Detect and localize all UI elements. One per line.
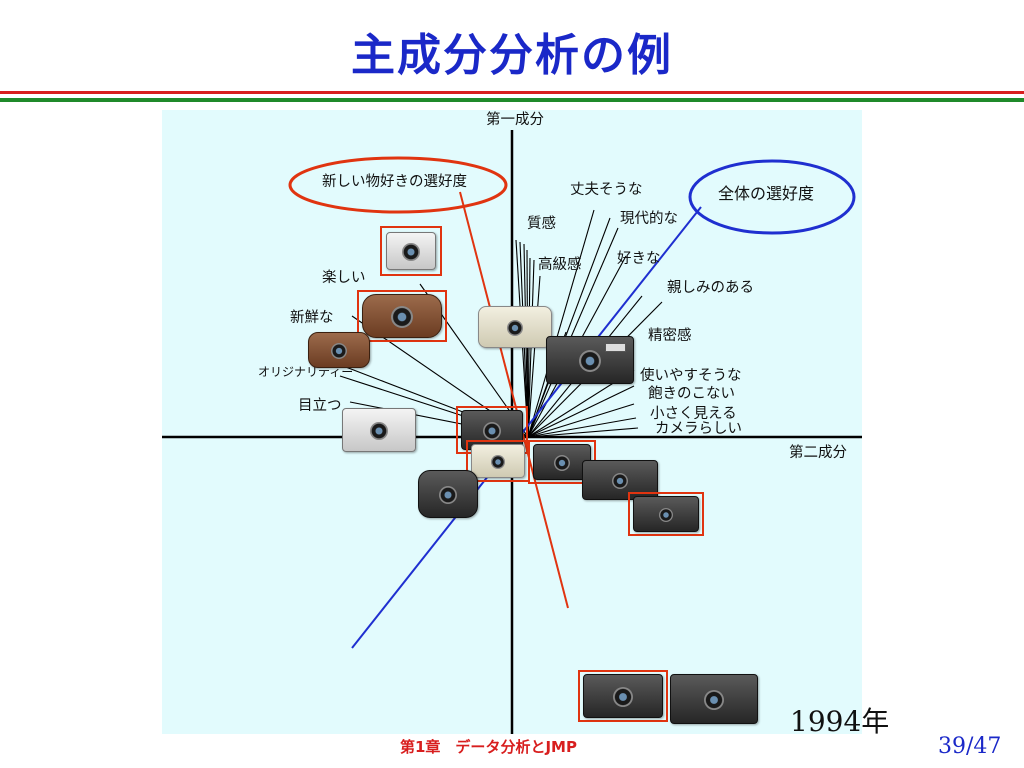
label-attr-9: 使いやすそうな [640,368,742,384]
footer-chapter: 第1章 データ分析とJMP [400,738,577,756]
camera-icon [386,232,436,270]
label-novelty-preference: 新しい物好きの選好度 [322,174,467,190]
camera-icon [342,408,416,452]
label-overall-preference: 全体の選好度 [718,184,815,203]
camera-icon [308,332,370,368]
label-attr-8: 新鮮な [290,310,334,326]
camera-icon [583,674,663,718]
label-attr-5: 親しみのある [667,280,754,296]
slide-title: 主成分分析の例 [351,30,673,81]
blue-circle [688,159,856,235]
page-number: 39/47 [938,734,1002,759]
camera-frame [380,226,442,276]
label-attr-13: 小さく見える [650,406,737,422]
label-attr-0: 丈夫そうな [570,182,643,198]
axis-label-second-component: 第二成分 [789,445,847,461]
year-label: 1994年 [790,705,890,738]
camera-frame [357,290,447,342]
camera-icon [533,444,591,480]
pca-biplot: 第一成分 第二成分 新しい物好きの選好度 全体の選好度 丈夫そうな 現代的な 質… [162,110,862,734]
camera-icon [670,674,758,724]
label-attr-12: 目立つ [298,398,342,414]
red-circle [288,156,508,214]
title-rule-green [0,98,1024,102]
label-attr-7: 精密感 [648,328,692,344]
camera-icon [471,444,525,478]
red-vector-line [459,191,569,609]
camera-icon [633,496,699,532]
label-attr-2: 質感 [527,216,556,232]
label-attr-3: 好きな [617,251,661,267]
label-attr-10: オリジナリティー [258,365,354,379]
camera-frame [628,492,704,536]
label-attr-14: カメラらしい [655,421,742,437]
camera-icon [362,294,442,338]
label-attr-6: 楽しい [322,270,366,286]
camera-icon [478,306,552,348]
label-attr-1: 現代的な [620,211,678,227]
camera-icon [461,410,523,450]
camera-icon [418,470,478,518]
label-attr-11: 飽きのこない [648,386,735,402]
axis-label-first-component: 第一成分 [486,112,544,128]
label-attr-4: 高級感 [538,257,582,273]
camera-icon [546,336,634,384]
title-rule-red [0,91,1024,94]
camera-frame [578,670,668,722]
